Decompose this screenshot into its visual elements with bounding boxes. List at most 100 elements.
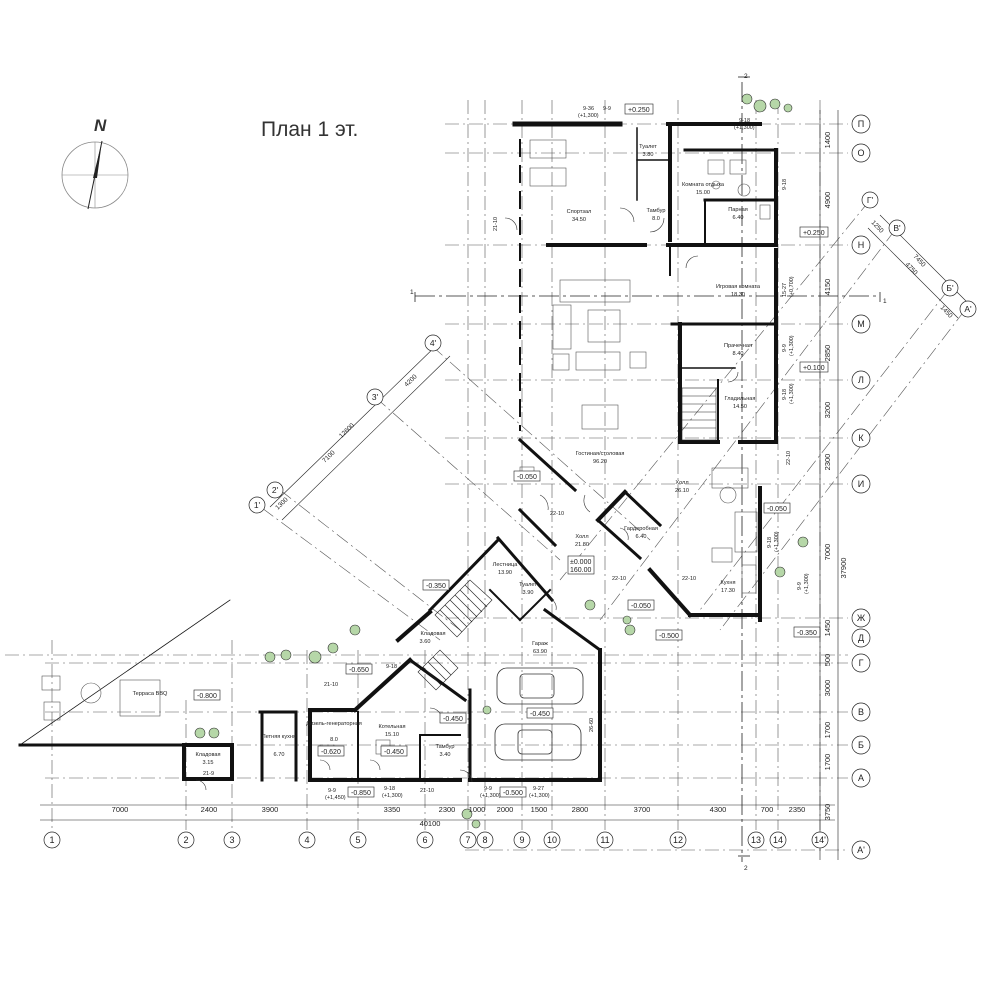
- note: 9-18: [782, 389, 788, 400]
- room-name: Лестница: [493, 562, 519, 568]
- right-axis-bubbles: [851, 114, 871, 860]
- dimension: 3700: [634, 805, 651, 814]
- note: 9-36: [583, 106, 594, 112]
- room-area: 17.30: [721, 588, 735, 594]
- north-arrow-icon: [61, 140, 129, 210]
- room-name: Прачечная: [724, 343, 752, 349]
- dimension: 1450: [823, 620, 832, 637]
- axis-label: 14: [773, 835, 783, 845]
- room-name: Парная: [728, 207, 747, 213]
- axis-label: 1': [254, 500, 261, 510]
- level-mark: -0.800: [197, 693, 217, 700]
- level-mark: -0.500: [503, 790, 523, 797]
- note: 9-9: [782, 344, 788, 352]
- dimension-total: 37900: [839, 558, 848, 579]
- axis-label: В': [893, 223, 901, 233]
- dimension: 4750: [904, 261, 919, 277]
- staircase: [417, 387, 717, 691]
- room-area: 34.50: [572, 217, 586, 223]
- dimension: 7000: [823, 544, 832, 561]
- level-mark: -0.350: [426, 583, 446, 590]
- axis-label: П: [858, 119, 864, 129]
- level-mark: 160.00: [570, 567, 592, 574]
- room-area: 21.80: [575, 542, 589, 548]
- room-name: Гостиная/столовая: [576, 451, 625, 457]
- axis-label: А': [964, 304, 972, 314]
- note: 9-18: [384, 786, 395, 792]
- axis-label: 3: [229, 835, 234, 845]
- section-lines: [414, 76, 881, 862]
- room-area: 96.20: [593, 459, 607, 465]
- room-area: 13.90: [498, 570, 512, 576]
- level-mark: -0.350: [797, 630, 817, 637]
- dimension: 7100: [321, 449, 337, 464]
- room-name: Спортзал: [567, 209, 592, 215]
- room-name: Туалет: [519, 582, 537, 588]
- axis-label: 13: [751, 835, 761, 845]
- note: (+1,300): [529, 793, 550, 799]
- axis-label: И: [858, 479, 864, 489]
- tree-icons: [194, 93, 809, 829]
- level-mark: -0.450: [443, 716, 463, 723]
- note: 9-9: [328, 788, 336, 794]
- section-mark: 2: [744, 73, 748, 80]
- dimension: 4150: [823, 279, 832, 296]
- room-area: 6.70: [274, 752, 285, 758]
- level-mark: -0.450: [384, 749, 404, 756]
- dimension: 1450: [939, 304, 954, 320]
- axis-label: 4': [430, 338, 437, 348]
- level-mark: -0.450: [530, 711, 550, 718]
- level-mark: -0.650: [349, 667, 369, 674]
- level-mark: -0.850: [351, 790, 371, 797]
- level-mark: +0.100: [803, 365, 825, 372]
- north-label: N: [94, 116, 107, 135]
- level-mark: ±0.000: [570, 559, 591, 566]
- axis-label: 10: [547, 835, 557, 845]
- dimension: 700: [761, 805, 774, 814]
- level-mark: -0.500: [659, 633, 679, 640]
- level-mark: -0.620: [321, 749, 341, 756]
- axis-label: 3': [372, 392, 379, 402]
- level-mark: +0.250: [803, 230, 825, 237]
- axis-grid: [5, 100, 966, 851]
- right-dimension-chain: 1400 4900 4150 2850 3200 2300 7000 1450 …: [819, 110, 848, 860]
- note: (+1,300): [382, 793, 403, 799]
- dimension: 4300: [710, 805, 727, 814]
- room-label: Прачечная 8.40: [724, 343, 752, 357]
- note: 21-10: [324, 682, 338, 688]
- section-mark: 1: [410, 289, 414, 296]
- axis-label: Д: [858, 633, 864, 643]
- dimension: 2850: [823, 345, 832, 362]
- right-axis-labels: П О Н М Л К И Ж Д Г В Б А А': [857, 119, 866, 855]
- dimension: 1500: [531, 805, 548, 814]
- axis-label: Б': [946, 283, 954, 293]
- room-label: Гардеробная 6.40: [624, 526, 658, 540]
- axis-label: 1: [49, 835, 54, 845]
- room-area: 15.00: [696, 190, 710, 196]
- axis-label: О: [857, 148, 864, 158]
- bottom-dimension-chain: 7000 2400 3900 3350 2300 1000 2000 1500 …: [40, 804, 835, 828]
- note: (+1,300): [789, 335, 795, 356]
- room-area: 3.40: [440, 752, 451, 758]
- axis-label: К: [858, 433, 864, 443]
- diagonal-axes-left: 1' 2' 3' 4' 1300 7100 4200 12600: [248, 334, 451, 521]
- axis-label: А: [858, 773, 864, 783]
- room-name: Гардеробная: [624, 526, 658, 532]
- room-area: 6.40: [636, 534, 647, 540]
- dimension: 7000: [112, 805, 129, 814]
- dimension: 4900: [823, 192, 832, 209]
- note: 21-10: [420, 788, 434, 794]
- room-area: 3.90: [523, 590, 534, 596]
- dimension: 2000: [497, 805, 514, 814]
- room-area: 8.40: [733, 351, 744, 357]
- room-area: 3.60: [420, 639, 431, 645]
